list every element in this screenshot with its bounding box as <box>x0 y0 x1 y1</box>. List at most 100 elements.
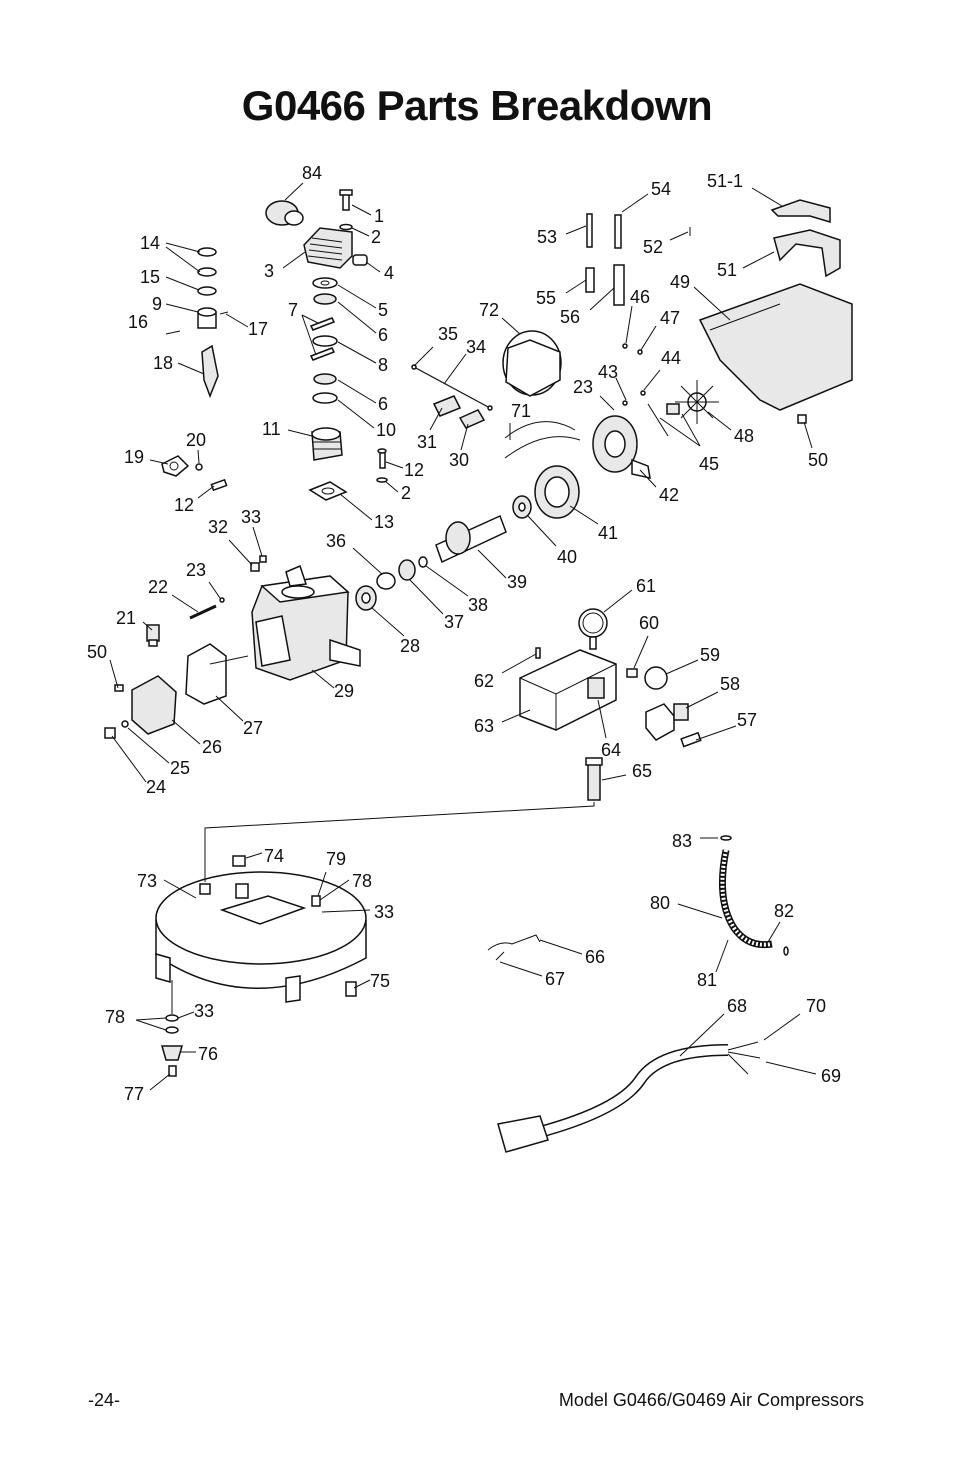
callout-44: 44 <box>661 348 681 368</box>
callout-10: 10 <box>376 420 396 440</box>
callout-17: 17 <box>248 319 268 339</box>
callout-84: 84 <box>302 163 322 183</box>
callout-46: 46 <box>630 287 650 307</box>
callout-3: 3 <box>264 261 274 281</box>
callout-30: 30 <box>449 450 469 470</box>
callout-35: 35 <box>438 324 458 344</box>
callout-40: 40 <box>557 547 577 567</box>
callout-2b: 2 <box>401 483 411 503</box>
callout-61: 61 <box>636 576 656 596</box>
callout-23b: 23 <box>573 377 593 397</box>
cylinder-head-assembly <box>265 189 388 501</box>
callout-5: 5 <box>378 300 388 320</box>
callout-28: 28 <box>400 636 420 656</box>
callout-13: 13 <box>374 512 394 532</box>
manifold-assembly <box>519 608 702 801</box>
callout-63: 63 <box>474 716 494 736</box>
callout-77: 77 <box>124 1084 144 1104</box>
callout-22: 22 <box>148 577 168 597</box>
callout-75: 75 <box>370 971 390 991</box>
callout-56: 56 <box>560 307 580 327</box>
callout-60: 60 <box>639 613 659 633</box>
callout-6: 6 <box>378 325 388 345</box>
callout-16: 16 <box>128 312 148 332</box>
callout-52: 52 <box>643 237 663 257</box>
callout-47: 47 <box>660 308 680 328</box>
callout-42: 42 <box>659 485 679 505</box>
callout-72: 72 <box>479 300 499 320</box>
callout-50: 50 <box>87 642 107 662</box>
callout-48: 48 <box>734 426 754 446</box>
callout-43: 43 <box>598 362 618 382</box>
callout-37: 37 <box>444 612 464 632</box>
callout-33: 33 <box>241 507 261 527</box>
callout-82: 82 <box>774 901 794 921</box>
callout-69: 69 <box>821 1066 841 1086</box>
callout-33c: 33 <box>194 1001 214 1021</box>
callout-80: 80 <box>650 893 670 913</box>
callout-71: 71 <box>511 401 531 421</box>
callout-83: 83 <box>672 831 692 851</box>
callout-23: 23 <box>186 560 206 580</box>
callout-21: 21 <box>116 608 136 628</box>
callout-26: 26 <box>202 737 222 757</box>
callout-67: 67 <box>545 969 565 989</box>
callout-14: 14 <box>140 233 160 253</box>
crankcase-assembly <box>104 555 396 739</box>
callout-31: 31 <box>417 432 437 452</box>
page-number: -24- <box>88 1390 121 1410</box>
callout-36: 36 <box>326 531 346 551</box>
callout-76: 76 <box>198 1044 218 1064</box>
callout-11: 11 <box>262 419 281 439</box>
callout-65: 65 <box>632 761 652 781</box>
page-title: G0466 Parts Breakdown <box>241 82 713 129</box>
callout-81: 81 <box>697 970 717 990</box>
callout-41: 41 <box>598 523 618 543</box>
callout-64: 64 <box>601 740 621 760</box>
callout-12b: 12 <box>174 495 194 515</box>
callout-19: 19 <box>124 447 144 467</box>
callout-7: 7 <box>288 300 298 320</box>
callout-1: 1 <box>374 206 384 226</box>
callout-58: 58 <box>720 674 740 694</box>
callout-51-1: 51-1 <box>707 171 743 191</box>
callout-51: 51 <box>717 260 737 280</box>
callout-62: 62 <box>474 671 494 691</box>
callout-78b: 78 <box>105 1007 125 1027</box>
callout-49: 49 <box>670 272 690 292</box>
callout-20: 20 <box>186 430 206 450</box>
callout-39: 39 <box>507 572 527 592</box>
callout-9: 9 <box>152 294 162 314</box>
callout-18: 18 <box>153 353 173 373</box>
model-footer: Model G0466/G0469 Air Compressors <box>558 1390 864 1410</box>
callout-38: 38 <box>468 595 488 615</box>
callout-53: 53 <box>537 227 557 247</box>
callout-8: 8 <box>378 355 388 375</box>
callout-45: 45 <box>699 454 719 474</box>
callout-74: 74 <box>264 846 284 866</box>
callout-78: 78 <box>352 871 372 891</box>
callout-12: 12 <box>404 460 424 480</box>
callout-15: 15 <box>140 267 160 287</box>
callout-57: 57 <box>737 710 757 730</box>
motor-assembly <box>398 199 853 581</box>
callout-66: 66 <box>585 947 605 967</box>
air-tank-assembly <box>155 855 367 1077</box>
callout-34: 34 <box>466 337 486 357</box>
callout-32: 32 <box>208 517 228 537</box>
callout-24: 24 <box>146 777 166 797</box>
callout-70: 70 <box>806 996 826 1016</box>
callout-27: 27 <box>243 718 263 738</box>
callout-25: 25 <box>170 758 190 778</box>
callout-68: 68 <box>727 996 747 1016</box>
callout-54: 54 <box>651 179 671 199</box>
callout-73: 73 <box>137 871 157 891</box>
callout-labels: 84 1 2 3 4 14 15 9 16 17 18 7 5 6 8 6 10… <box>87 163 841 1104</box>
hose-and-cord-assembly <box>487 835 789 1153</box>
callout-33b: 33 <box>374 902 394 922</box>
callout-55: 55 <box>536 288 556 308</box>
leader-lines <box>109 182 817 1091</box>
callout-6b: 6 <box>378 394 388 414</box>
callout-59: 59 <box>700 645 720 665</box>
